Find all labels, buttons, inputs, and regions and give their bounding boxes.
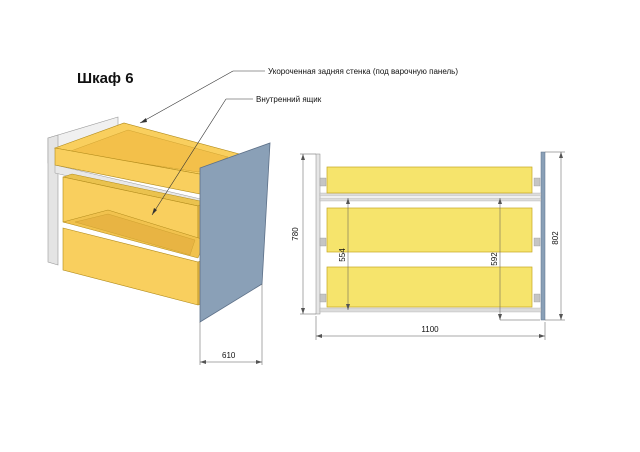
- dim-inner-left: 554: [338, 248, 347, 262]
- front-drawer-middle: [326, 207, 533, 253]
- dim-height-body: 780: [291, 227, 300, 241]
- front-right-side: [540, 151, 546, 321]
- dim-depth: 610: [222, 351, 236, 360]
- callout-inner-drawer: Внутренний ящик: [256, 95, 322, 104]
- page-title: Шкаф 6: [77, 70, 134, 87]
- dim-height-side: 802: [551, 231, 560, 245]
- callout-back-panel: Укороченная задняя стенка (под варочную …: [268, 67, 459, 76]
- front-drawer-bottom: [326, 266, 533, 308]
- dim-width: 1100: [421, 325, 439, 334]
- front-left-side: [315, 153, 321, 315]
- dim-inner-right: 592: [490, 252, 499, 266]
- isometric-view: 610: [47, 70, 271, 365]
- front-view: 780 554 592 802 1100: [291, 151, 565, 340]
- inner-drawer: [53, 122, 244, 196]
- right-side-panel: [199, 142, 271, 323]
- front-drawer-top: [326, 166, 533, 194]
